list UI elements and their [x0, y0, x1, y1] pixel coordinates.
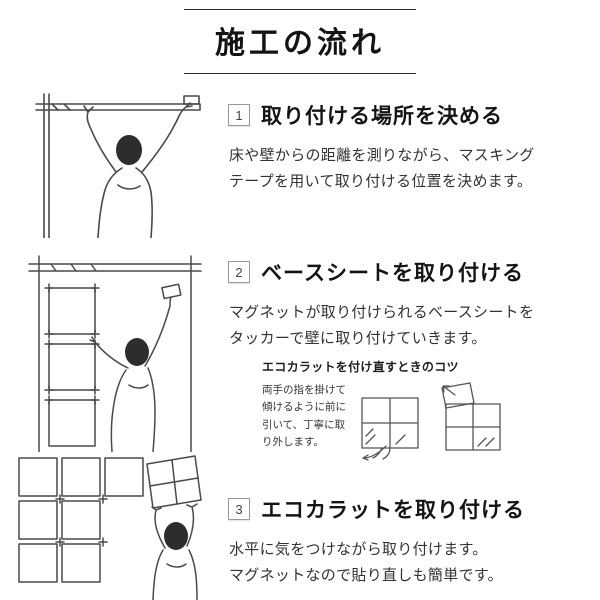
step-3-header: 3 エコカラットを取り付ける: [228, 494, 588, 524]
reattach-tip-illustration: [358, 382, 508, 462]
page-title-block: 施工の流れ: [184, 9, 416, 74]
step-2-header: 2 ベースシートを取り付ける: [228, 257, 588, 287]
reattach-tip-title: エコカラットを付け直すときのコツ: [262, 360, 459, 374]
step-3: 3 エコカラットを取り付ける 水平に気をつけながら取り付けます。 マグネットなの…: [228, 494, 588, 589]
reattach-tip-description: 両手の指を掛けて 傾けるように前に 引いて、丁寧に取 り外します。: [262, 384, 346, 448]
step-1: 1 取り付ける場所を決める 床や壁からの距離を測りながら、マスキング テープを用…: [228, 100, 588, 195]
step-3-number-badge: 3: [228, 498, 250, 520]
panel-removal-steps-icon: [361, 382, 501, 461]
step-2-heading: ベースシートを取り付ける: [261, 262, 524, 285]
step-1-illustration: [28, 88, 213, 238]
step-3-description: 水平に気をつけながら取り付けます。 マグネットなので貼り直しも簡単です。: [229, 541, 503, 584]
step-1-number-badge: 1: [228, 104, 250, 126]
reattach-tip: エコカラットを付け直すときのコツ 両手の指を掛けて 傾けるように前に 引いて、丁…: [262, 358, 582, 462]
person-attaching-panel-icon: [18, 455, 202, 600]
step-3-heading: エコカラットを取り付ける: [261, 499, 525, 522]
step-2-description: マグネットが取り付けられるベースシートを タッカーで壁に取り付けていきます。: [229, 304, 535, 347]
step-2-number-badge: 2: [228, 261, 250, 283]
page-title: 施工の流れ: [215, 27, 385, 60]
person-attaching-base-sheet-icon: [28, 255, 202, 452]
step-3-illustration: [15, 452, 235, 600]
reattach-tip-content: 両手の指を掛けて 傾けるように前に 引いて、丁寧に取 り外します。: [262, 382, 582, 462]
step-1-description: 床や壁からの距離を測りながら、マスキング テープを用いて取り付ける位置を決めます…: [229, 147, 535, 190]
step-2: 2 ベースシートを取り付ける マグネットが取り付けられるベースシートを タッカー…: [228, 257, 588, 352]
step-1-header: 1 取り付ける場所を決める: [228, 100, 588, 130]
person-marking-position-icon: [35, 93, 201, 238]
step-1-heading: 取り付ける場所を決める: [261, 105, 503, 128]
step-2-illustration: [25, 252, 205, 452]
